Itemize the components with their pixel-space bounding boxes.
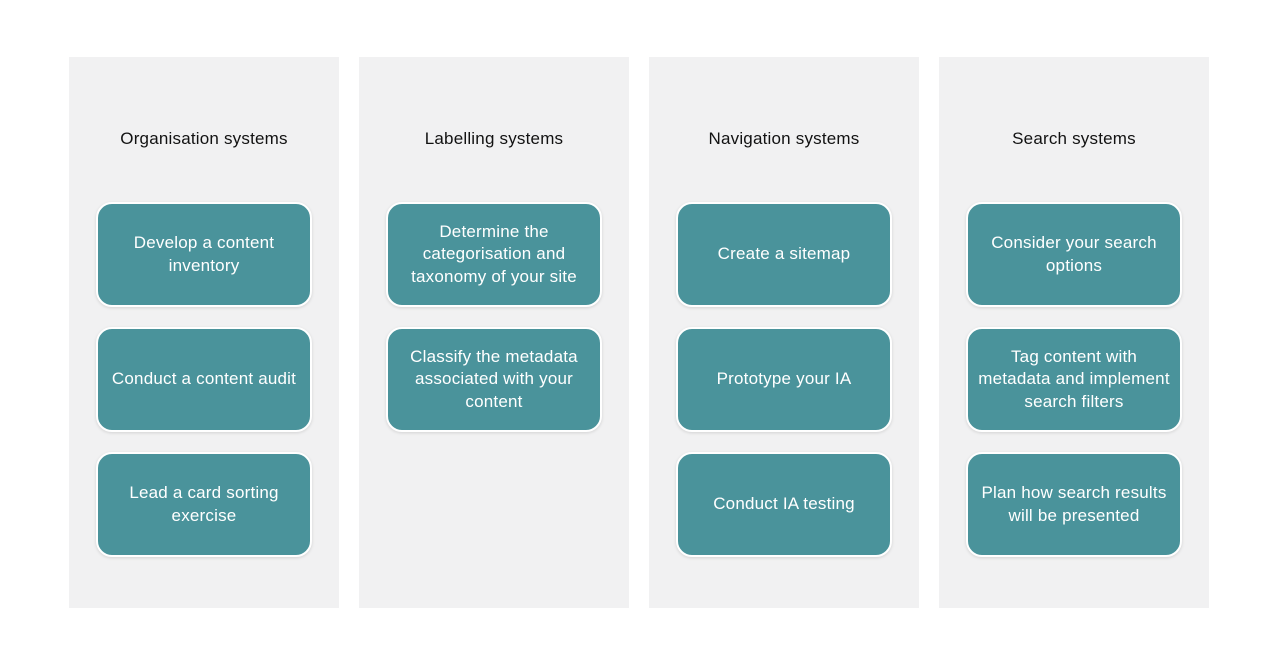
task-card-label: Conduct a content audit <box>111 369 297 389</box>
task-card-label: Develop a content inventory <box>133 233 275 275</box>
board-column: Organisation systems Develop a content i… <box>69 57 339 608</box>
task-card[interactable]: Plan how search results will be presente… <box>966 452 1182 557</box>
task-card-label: Lead a card sorting exercise <box>129 483 279 525</box>
task-card-label: Create a sitemap <box>717 244 851 264</box>
column-cards: Consider your search options Tag content… <box>966 202 1182 557</box>
column-title: Organisation systems <box>120 129 288 148</box>
board-column: Labelling systems Determine the categori… <box>359 57 629 608</box>
task-card-label: Classify the metadata associated with yo… <box>410 346 578 411</box>
task-card[interactable]: Lead a card sorting exercise <box>96 452 312 557</box>
task-card[interactable]: Classify the metadata associated with yo… <box>386 327 602 432</box>
column-cards: Develop a content inventory Conduct a co… <box>96 202 312 557</box>
task-card[interactable]: Create a sitemap <box>676 202 892 307</box>
task-card[interactable]: Conduct IA testing <box>676 452 892 557</box>
column-cards: Determine the categorisation and taxonom… <box>386 202 602 432</box>
task-card-label: Plan how search results will be presente… <box>981 483 1167 525</box>
column-title: Navigation systems <box>708 129 860 148</box>
task-card-label: Consider your search options <box>991 233 1157 275</box>
column-title: Labelling systems <box>424 129 564 148</box>
task-card[interactable]: Prototype your IA <box>676 327 892 432</box>
task-card-label: Prototype your IA <box>716 369 852 389</box>
task-card[interactable]: Determine the categorisation and taxonom… <box>386 202 602 307</box>
column-cards: Create a sitemap Prototype your IA Condu… <box>676 202 892 557</box>
ia-systems-board: Organisation systems Develop a content i… <box>69 57 1209 608</box>
task-card-label: Conduct IA testing <box>713 494 855 514</box>
task-card[interactable]: Conduct a content audit <box>96 327 312 432</box>
task-card[interactable]: Consider your search options <box>966 202 1182 307</box>
board-column: Navigation systems Create a sitemap Prot… <box>649 57 919 608</box>
task-card[interactable]: Tag content with metadata and implement … <box>966 327 1182 432</box>
task-card-label: Tag content with metadata and implement … <box>978 346 1170 411</box>
board-column: Search systems Consider your search opti… <box>939 57 1209 608</box>
column-title: Search systems <box>1012 129 1136 148</box>
task-card-label: Determine the categorisation and taxonom… <box>411 221 577 286</box>
task-card[interactable]: Develop a content inventory <box>96 202 312 307</box>
